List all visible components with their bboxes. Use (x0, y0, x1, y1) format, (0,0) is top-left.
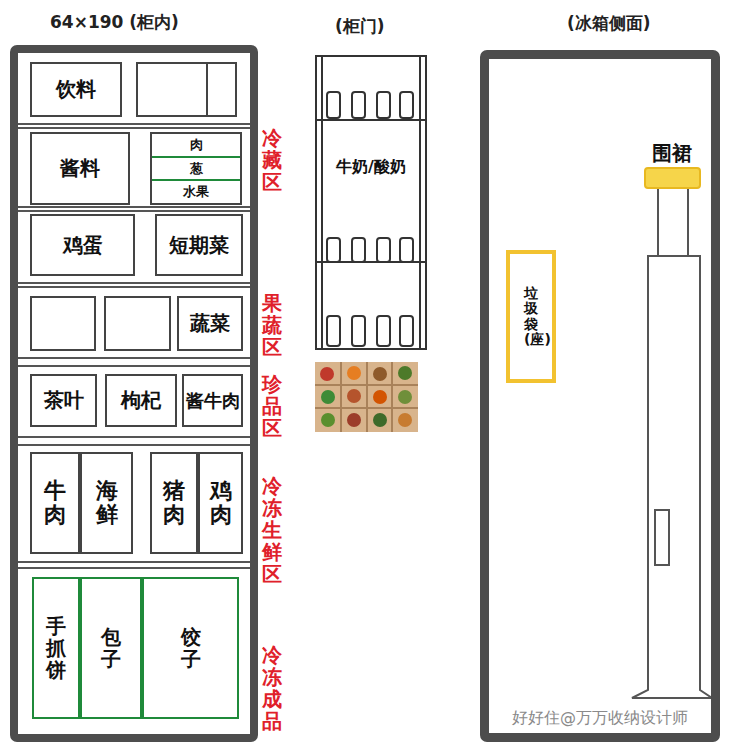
door-shelves (315, 57, 427, 348)
apron-illustration (632, 168, 712, 698)
item-label: 鸡肉 (210, 479, 232, 527)
frozen-box: 手抓饼 (32, 577, 80, 719)
item-label: 短期菜 (169, 232, 229, 259)
divided-box: 肉葱水果 (150, 132, 242, 205)
zone-label: 冷藏区 (262, 127, 282, 193)
freezer-box: 牛肉 (30, 452, 80, 554)
zone-label: 冷冻成品 (262, 644, 282, 732)
frozen-box: 饺子 (142, 577, 239, 719)
item-label: 海鲜 (96, 479, 118, 527)
door-label: 牛奶/酸奶 (317, 157, 425, 178)
item-label: 鸡蛋 (63, 232, 103, 259)
item-label: 饺子 (181, 626, 201, 670)
freezer-box: 鸡肉 (198, 452, 243, 554)
item-label: 手抓饼 (46, 615, 66, 681)
shelf-box: 饮料 (30, 62, 122, 117)
item-label: 枸杞 (121, 387, 161, 414)
shelf-box: 酱料 (30, 132, 130, 205)
shelf-box: 蔬菜 (177, 296, 243, 351)
garbage-bag-holder: 垃圾袋(座) (506, 250, 556, 383)
shelf-box: 茶叶 (30, 374, 97, 427)
shelf-box: 短期菜 (155, 214, 243, 276)
item-label: 包子 (101, 626, 121, 670)
item-label: 葱 (152, 156, 240, 180)
section-heading: (冰箱侧面) (567, 12, 651, 35)
item-label: 茶叶 (44, 387, 84, 414)
shelf-box: 枸杞 (105, 374, 177, 427)
item-label: 酱料 (60, 155, 100, 182)
produce-photo (315, 362, 418, 432)
item-label: 酱牛肉 (186, 389, 240, 413)
shelf-box: 酱牛肉 (182, 374, 243, 427)
item-label: 水果 (152, 179, 240, 203)
item-label: 饮料 (56, 76, 96, 103)
section-heading: 64×190 (柜内) (50, 11, 179, 34)
frozen-box: 包子 (80, 577, 142, 719)
shelf-lines (18, 124, 250, 568)
watermark: 好好住@万万收纳设计师 (512, 708, 688, 729)
item-label: 垃圾袋(座) (524, 286, 538, 348)
shelf-box: 鸡蛋 (30, 214, 135, 276)
zone-label: 果蔬区 (262, 292, 282, 358)
item-label: 蔬菜 (190, 310, 230, 337)
zone-label: 珍品区 (262, 373, 282, 439)
section-heading: (柜门) (335, 15, 385, 38)
fridge-door: (柜门)牛奶/酸奶 (315, 55, 427, 350)
item-label: 猪肉 (163, 479, 185, 527)
cabinet-interior: 64×190 (柜内)饮料酱料肉葱水果鸡蛋短期菜蔬菜茶叶枸杞酱牛肉牛肉海鲜猪肉鸡… (10, 45, 258, 742)
zone-label: 冷冻生鲜区 (262, 475, 282, 585)
freezer-box: 海鲜 (80, 452, 133, 554)
apron-label: 围裙 (652, 140, 692, 167)
freezer-box: 猪肉 (150, 452, 198, 554)
item-label: 牛肉 (44, 479, 66, 527)
item-label: 肉 (152, 134, 240, 156)
